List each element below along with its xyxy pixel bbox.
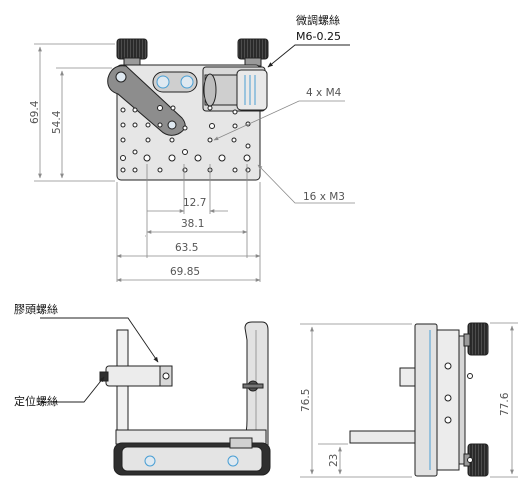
width-total-label: 69.85 — [170, 266, 201, 278]
top-view — [107, 38, 269, 181]
fine-thread-label: M6-0.25 — [296, 30, 341, 43]
front-view-leaders — [40, 317, 159, 403]
knob-left — [116, 38, 148, 60]
spacing-1-label: 12.7 — [183, 197, 207, 209]
locating-screw-label: 定位螺絲 — [14, 395, 58, 408]
height-inner-label: 54.4 — [51, 110, 63, 134]
fine-screw-leader — [267, 44, 350, 68]
spacing-3-label: 63.5 — [175, 242, 199, 254]
micrometer-barrel — [236, 69, 268, 111]
m4-holes-label: 4 x M4 — [306, 87, 342, 99]
side-height-2-label: 23 — [328, 453, 340, 467]
m3-holes-label: 16 x M3 — [303, 191, 345, 203]
front-view — [99, 321, 271, 476]
side-view-dimensions — [300, 322, 518, 478]
fine-screw-label: 微調螺絲 — [296, 14, 340, 27]
side-view — [349, 322, 489, 477]
side-height-1-label: 76.5 — [300, 388, 312, 412]
knob-right — [237, 38, 269, 60]
top-view-dimensions — [34, 43, 355, 282]
rubber-screw-label: 膠頭螺絲 — [14, 303, 58, 316]
spacing-2-label: 38.1 — [181, 218, 205, 230]
lever-arm — [107, 65, 186, 136]
height-outer-label: 69.4 — [29, 100, 41, 124]
side-knob-top — [467, 322, 489, 356]
side-height-3-label: 77.6 — [499, 392, 511, 416]
